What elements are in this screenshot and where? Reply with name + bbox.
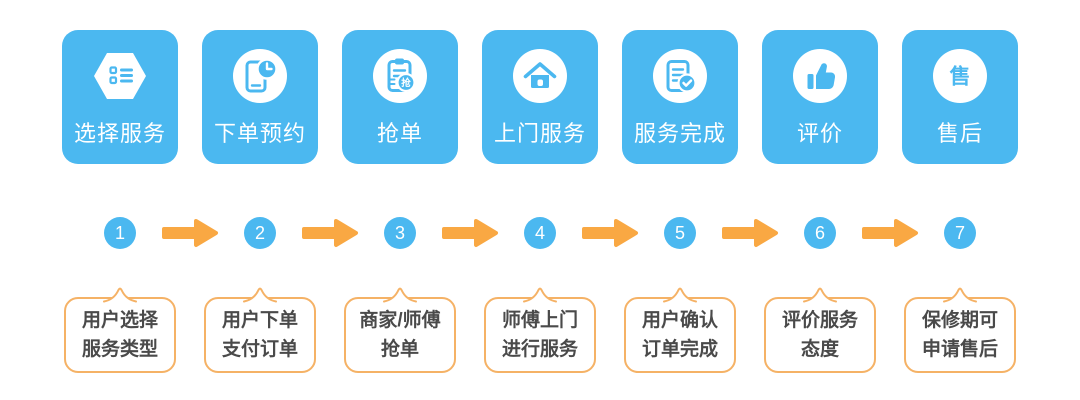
step-number-cell: 7 xyxy=(902,217,1018,249)
step-card-3: 抢 抢单 xyxy=(342,30,458,164)
step-cards-row: 选择服务 下单预约 抢 抢单 上门服务 服务完成 评价 售 售后 xyxy=(0,0,1080,164)
flow-arrow-icon xyxy=(162,219,218,247)
step-callout-3: 商家/师傅抢单 xyxy=(344,287,456,373)
flow-arrow xyxy=(722,217,778,249)
step-card-5: 服务完成 xyxy=(622,30,738,164)
step-callout-cell: 用户下单支付订单 xyxy=(202,283,318,373)
step-card-label: 服务完成 xyxy=(633,121,726,146)
after-sales-badge-icon: 售 xyxy=(933,49,987,103)
flow-arrow xyxy=(302,217,358,249)
grab-badge-text: 抢 xyxy=(401,77,411,89)
step-callout-cell: 用户确认订单完成 xyxy=(622,283,738,373)
callout-text-line: 态度 xyxy=(800,339,839,360)
flow-arrow xyxy=(862,217,918,249)
step-card-1: 选择服务 xyxy=(62,30,178,164)
flow-arrow-icon xyxy=(442,219,498,247)
step-number-badge: 1 xyxy=(104,217,136,249)
step-card-label: 评价 xyxy=(796,121,843,146)
step-card-4: 上门服务 xyxy=(482,30,598,164)
flow-arrow xyxy=(582,217,638,249)
flow-arrow-icon xyxy=(582,219,638,247)
step-callout-2: 用户下单支付订单 xyxy=(204,287,316,373)
step-callout-4: 师傅上门进行服务 xyxy=(484,287,596,373)
step-numbers-row: 1 2 3 4 5 6 7 xyxy=(0,217,1080,249)
document-check-icon xyxy=(653,49,707,103)
callout-text-line: 用户选择 xyxy=(81,310,158,331)
step-number-cell: 2 xyxy=(202,217,318,249)
callout-tail-icon xyxy=(383,287,417,306)
step-callouts-row: 用户选择服务类型 用户下单支付订单 商家/师傅抢单 师傅上门进行服务 用户确认订… xyxy=(0,283,1080,373)
step-callout-7: 保修期可申请售后 xyxy=(904,287,1016,373)
step-callout-5: 用户确认订单完成 xyxy=(624,287,736,373)
flow-arrow-icon xyxy=(722,219,778,247)
callout-text-line: 支付订单 xyxy=(221,339,298,360)
step-number-cell: 3 xyxy=(342,217,458,249)
callout-tail-icon xyxy=(103,287,137,306)
callout-tail-icon xyxy=(663,287,697,306)
step-callout-cell: 用户选择服务类型 xyxy=(62,283,178,373)
callout-text-line: 申请售后 xyxy=(921,339,998,360)
step-number-badge: 3 xyxy=(384,217,416,249)
step-card-label: 选择服务 xyxy=(73,121,166,146)
callout-tail-icon xyxy=(523,287,557,306)
step-number-badge: 4 xyxy=(524,217,556,249)
callout-text-line: 服务类型 xyxy=(81,339,158,360)
step-number-badge: 5 xyxy=(664,217,696,249)
step-callout-1: 用户选择服务类型 xyxy=(64,287,176,373)
step-number-cell: 4 xyxy=(482,217,598,249)
step-number-cell: 6 xyxy=(762,217,878,249)
step-callout-cell: 师傅上门进行服务 xyxy=(482,283,598,373)
step-number-cell: 1 xyxy=(62,217,178,249)
step-callout-6: 评价服务态度 xyxy=(764,287,876,373)
step-callout-cell: 商家/师傅抢单 xyxy=(342,283,458,373)
callout-text-line: 订单完成 xyxy=(641,339,718,360)
callout-text-line: 评价服务 xyxy=(781,310,858,331)
home-icon xyxy=(513,49,567,103)
flow-arrow xyxy=(162,217,218,249)
callout-text-line: 用户下单 xyxy=(221,310,298,331)
callout-tail-icon xyxy=(243,287,277,306)
step-number-badge: 7 xyxy=(944,217,976,249)
step-number-badge: 2 xyxy=(244,217,276,249)
step-card-2: 下单预约 xyxy=(202,30,318,164)
flow-arrow-icon xyxy=(862,219,918,247)
flow-arrow-icon xyxy=(302,219,358,247)
flow-arrow xyxy=(442,217,498,249)
after-sales-badge-text: 售 xyxy=(950,65,971,89)
callout-text-line: 抢单 xyxy=(380,339,419,360)
step-card-7: 售 售后 xyxy=(902,30,1018,164)
step-callout-cell: 保修期可申请售后 xyxy=(902,283,1018,373)
callout-text-line: 保修期可 xyxy=(921,310,998,331)
step-card-label: 抢单 xyxy=(376,121,423,146)
callout-tail-icon xyxy=(803,287,837,306)
phone-clock-icon xyxy=(233,49,287,103)
step-card-6: 评价 xyxy=(762,30,878,164)
step-card-label: 售后 xyxy=(936,121,983,146)
clipboard-grab-icon: 抢 xyxy=(373,49,427,103)
callout-tail-icon xyxy=(943,287,977,306)
step-card-label: 上门服务 xyxy=(493,121,586,146)
callout-text-line: 师傅上门 xyxy=(501,310,578,331)
thumbs-up-icon xyxy=(793,49,847,103)
callout-text-line: 商家/师傅 xyxy=(359,310,441,331)
step-number-badge: 6 xyxy=(804,217,836,249)
step-callout-cell: 评价服务态度 xyxy=(762,283,878,373)
step-number-cell: 5 xyxy=(622,217,738,249)
hexagon-list-icon xyxy=(94,53,146,99)
callout-text-line: 进行服务 xyxy=(501,339,578,360)
step-card-label: 下单预约 xyxy=(213,121,306,146)
callout-text-line: 用户确认 xyxy=(641,310,718,331)
